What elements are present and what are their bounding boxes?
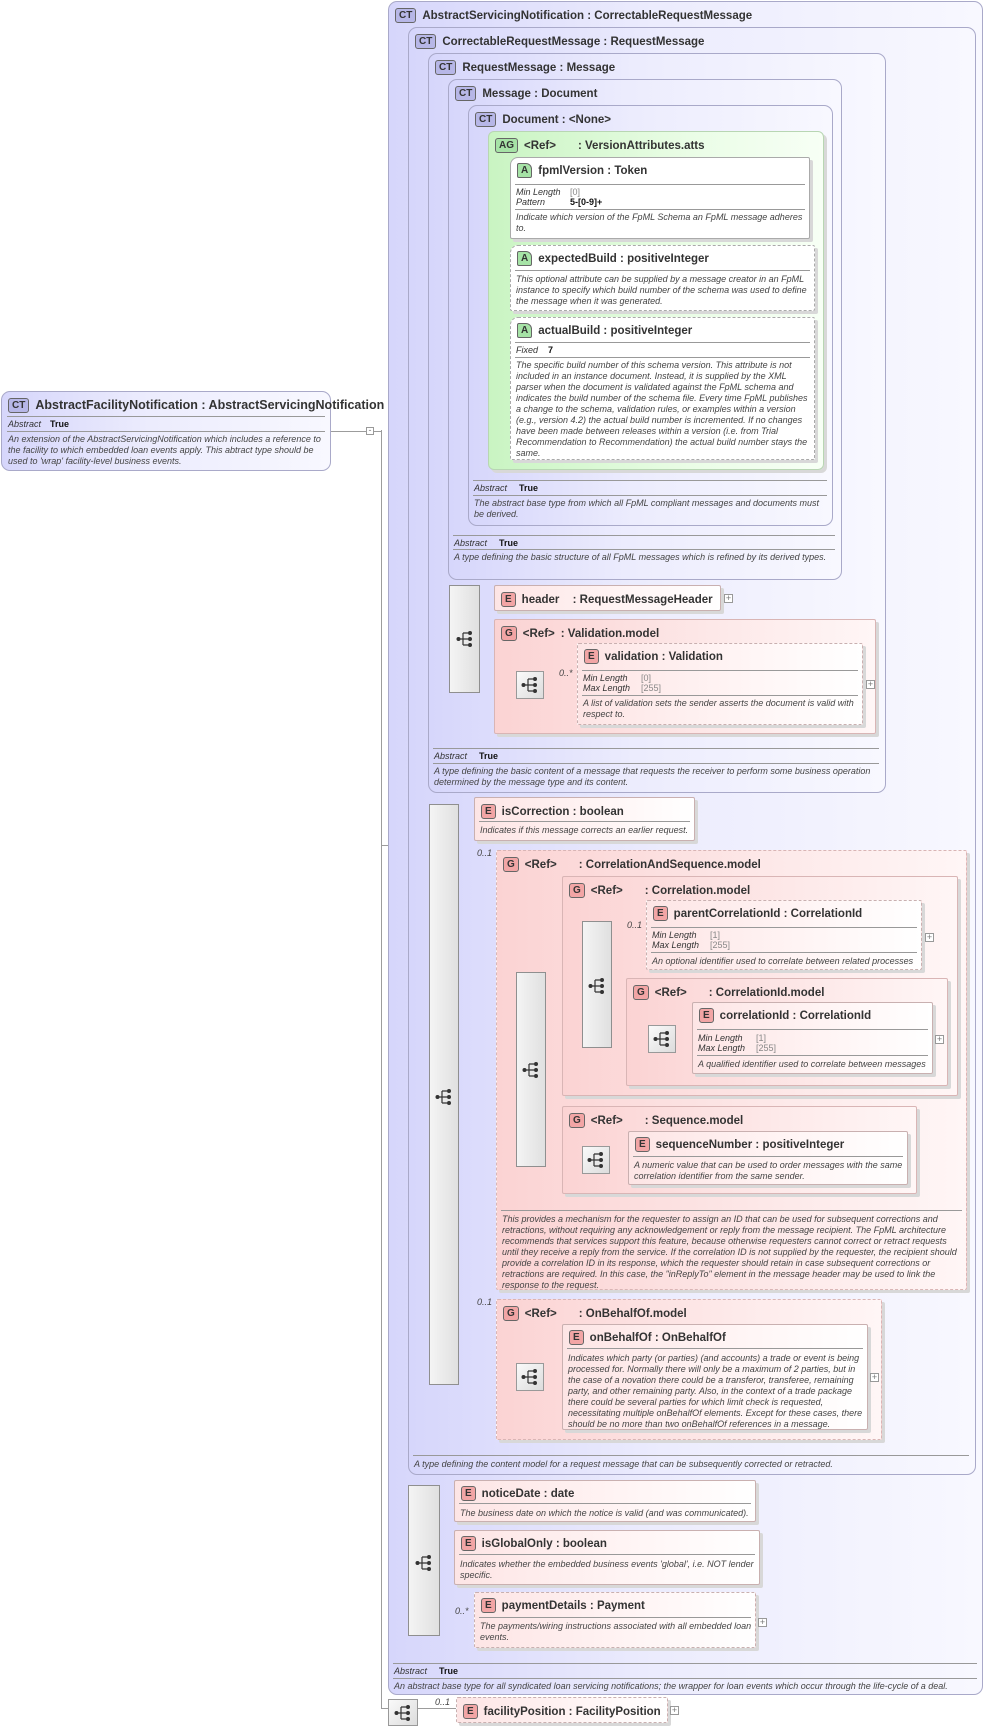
sequence-compositor-icon	[587, 1152, 603, 1168]
sequence-compositor-icon	[588, 978, 604, 994]
type-name: AbstractFacilityNotification	[35, 398, 198, 412]
collapse-toggle[interactable]: -	[366, 426, 374, 435]
complex-type-badge: CT	[8, 398, 30, 413]
sequence-compositor-icon	[456, 631, 472, 647]
connector	[381, 430, 382, 845]
sequence-compositor[interactable]	[449, 585, 480, 693]
complex-type-badge: CT	[395, 8, 417, 23]
expand-plus-icon[interactable]: +	[758, 1617, 767, 1627]
sequence-compositor[interactable]	[582, 921, 612, 1048]
base-type: AbstractServicingNotification	[208, 398, 385, 412]
sequence-compositor[interactable]	[582, 1146, 610, 1174]
sequence-compositor-icon	[394, 1705, 410, 1721]
abstract-label: Abstract	[8, 419, 42, 429]
abstract-value: True	[50, 419, 70, 429]
sequence-compositor-icon	[435, 1089, 451, 1105]
connector	[331, 431, 381, 432]
expand-plus-icon[interactable]: +	[870, 1372, 879, 1382]
expand-plus-icon[interactable]: +	[670, 1705, 679, 1715]
sequence-compositor-icon	[521, 1369, 537, 1385]
cardinality: 0..1	[477, 848, 493, 858]
sequence-compositor[interactable]	[516, 671, 544, 699]
cardinality: 0..1	[627, 920, 643, 930]
sequence-compositor[interactable]	[408, 1485, 440, 1636]
sequence-compositor[interactable]	[516, 972, 546, 1167]
cardinality: 0..1	[435, 1697, 451, 1707]
expand-plus-icon[interactable]: +	[866, 679, 875, 689]
sequence-compositor[interactable]	[388, 1699, 418, 1726]
sequence-compositor[interactable]	[648, 1025, 676, 1053]
sequence-compositor-icon	[521, 677, 537, 693]
connector	[381, 1708, 388, 1709]
sequence-compositor-icon	[415, 1555, 431, 1571]
sequence-compositor[interactable]	[516, 1363, 544, 1391]
expand-plus-icon[interactable]: +	[724, 593, 733, 603]
sequence-compositor-icon	[522, 1062, 538, 1078]
connector	[418, 1708, 458, 1709]
expand-plus-icon[interactable]: +	[935, 1034, 944, 1044]
cardinality: 0..1	[477, 1297, 493, 1307]
cardinality: 0..*	[455, 1606, 469, 1616]
connector	[381, 845, 382, 1709]
description: An extension of the AbstractServicingNot…	[8, 434, 321, 466]
cardinality: 0..*	[559, 668, 573, 678]
sequence-compositor[interactable]	[429, 804, 459, 1385]
expand-plus-icon[interactable]: +	[925, 932, 934, 942]
sequence-compositor-icon	[653, 1031, 669, 1047]
